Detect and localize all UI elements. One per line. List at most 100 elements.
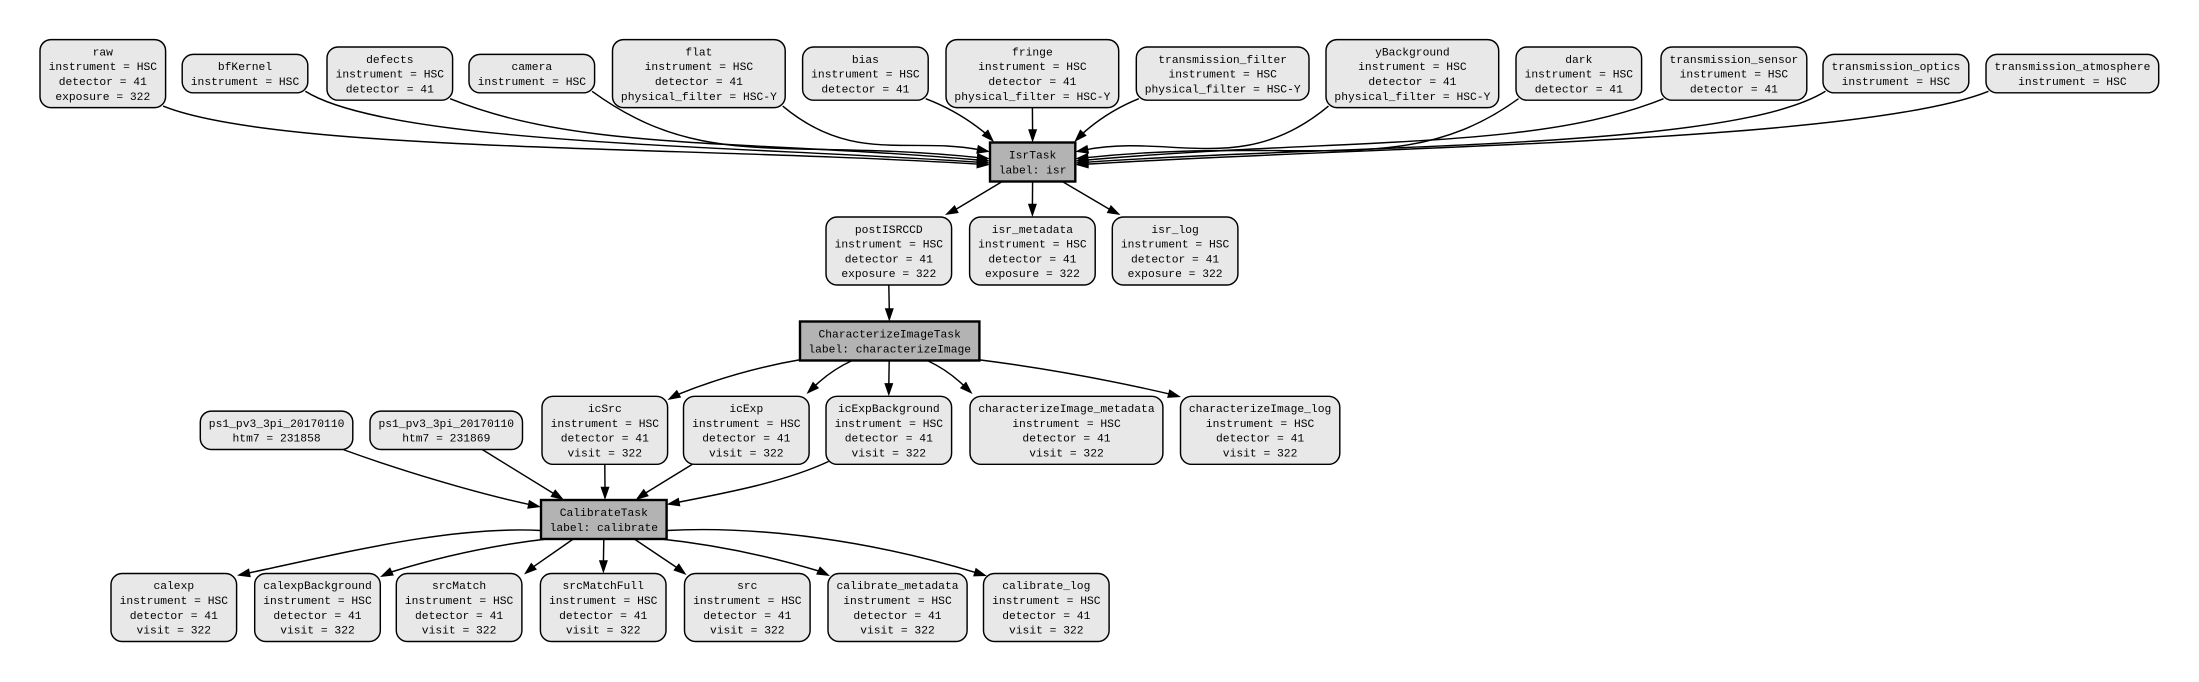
svg-text:physical_filter = HSC-Y: physical_filter = HSC-Y — [1145, 84, 1301, 96]
svg-text:visit = 322: visit = 322 — [422, 626, 497, 638]
svg-text:instrument = HSC: instrument = HSC — [263, 596, 372, 608]
svg-text:raw: raw — [93, 47, 114, 59]
svg-text:icExpBackground: icExpBackground — [838, 404, 940, 416]
svg-text:physical_filter = HSC-Y: physical_filter = HSC-Y — [954, 92, 1110, 104]
svg-text:instrument = HSC: instrument = HSC — [478, 77, 587, 89]
svg-text:detector = 41: detector = 41 — [1131, 254, 1219, 266]
svg-text:ps1_pv3_3pi_20170110: ps1_pv3_3pi_20170110 — [379, 419, 515, 431]
svg-text:instrument = HSC: instrument = HSC — [551, 419, 660, 431]
svg-text:dark: dark — [1565, 55, 1592, 67]
svg-text:detector = 41: detector = 41 — [988, 254, 1076, 266]
svg-text:visit = 322: visit = 322 — [710, 626, 785, 638]
svg-text:calibrate_log: calibrate_log — [1002, 581, 1090, 593]
svg-text:transmission_filter: transmission_filter — [1158, 55, 1287, 67]
svg-text:srcMatch: srcMatch — [432, 581, 486, 593]
svg-text:CharacterizeImageTask: CharacterizeImageTask — [819, 330, 962, 342]
svg-text:flat: flat — [685, 47, 712, 59]
svg-text:characterizeImage_log: characterizeImage_log — [1189, 404, 1331, 416]
svg-text:instrument = HSC: instrument = HSC — [693, 596, 802, 608]
svg-text:instrument = HSC: instrument = HSC — [1121, 240, 1230, 252]
svg-text:detector = 41: detector = 41 — [559, 611, 647, 623]
svg-text:instrument = HSC: instrument = HSC — [1525, 70, 1634, 82]
svg-text:label: calibrate: label: calibrate — [550, 523, 659, 535]
svg-text:instrument = HSC: instrument = HSC — [1842, 77, 1951, 89]
svg-text:visit = 322: visit = 322 — [280, 626, 355, 638]
svg-text:visit = 322: visit = 322 — [137, 626, 212, 638]
svg-text:instrument = HSC: instrument = HSC — [2018, 77, 2127, 89]
svg-text:visit = 322: visit = 322 — [860, 626, 935, 638]
svg-text:instrument = HSC: instrument = HSC — [1168, 70, 1277, 82]
svg-text:instrument = HSC: instrument = HSC — [1012, 419, 1121, 431]
svg-text:htm7 = 231869: htm7 = 231869 — [402, 434, 490, 446]
svg-text:label: characterizeImage: label: characterizeImage — [808, 344, 971, 356]
svg-text:detector = 41: detector = 41 — [130, 611, 218, 623]
svg-text:visit = 322: visit = 322 — [1223, 448, 1298, 460]
svg-text:instrument = HSC: instrument = HSC — [835, 419, 944, 431]
svg-text:instrument = HSC: instrument = HSC — [1358, 62, 1467, 74]
svg-text:isr_metadata: isr_metadata — [992, 225, 1074, 237]
svg-text:icSrc: icSrc — [588, 404, 622, 416]
svg-text:exposure = 322: exposure = 322 — [55, 92, 150, 104]
svg-text:visit = 322: visit = 322 — [709, 448, 784, 460]
svg-text:visit = 322: visit = 322 — [566, 626, 641, 638]
svg-text:physical_filter = HSC-Y: physical_filter = HSC-Y — [621, 92, 777, 104]
svg-text:detector = 41: detector = 41 — [655, 77, 743, 89]
svg-text:src: src — [737, 581, 757, 593]
svg-text:calexpBackground: calexpBackground — [263, 581, 371, 593]
svg-text:ps1_pv3_3pi_20170110: ps1_pv3_3pi_20170110 — [209, 419, 345, 431]
svg-text:instrument = HSC: instrument = HSC — [405, 596, 514, 608]
svg-text:instrument = HSC: instrument = HSC — [1680, 70, 1789, 82]
svg-text:visit = 322: visit = 322 — [1029, 448, 1104, 460]
svg-text:detector = 41: detector = 41 — [346, 84, 434, 96]
svg-text:yBackground: yBackground — [1375, 47, 1450, 59]
svg-text:detector = 41: detector = 41 — [702, 434, 790, 446]
svg-text:exposure = 322: exposure = 322 — [841, 269, 936, 281]
svg-text:instrument = HSC: instrument = HSC — [978, 62, 1087, 74]
svg-text:detector = 41: detector = 41 — [1216, 434, 1304, 446]
svg-text:label: isr: label: isr — [999, 165, 1067, 177]
svg-text:instrument = HSC: instrument = HSC — [835, 240, 944, 252]
svg-text:detector = 41: detector = 41 — [845, 434, 933, 446]
svg-text:detector = 41: detector = 41 — [853, 611, 941, 623]
svg-text:exposure = 322: exposure = 322 — [985, 269, 1080, 281]
svg-text:detector = 41: detector = 41 — [1022, 434, 1110, 446]
svg-text:defects: defects — [366, 55, 413, 67]
svg-text:detector = 41: detector = 41 — [1002, 611, 1090, 623]
svg-text:detector = 41: detector = 41 — [703, 611, 791, 623]
svg-text:instrument = HSC: instrument = HSC — [645, 62, 754, 74]
svg-text:bias: bias — [852, 55, 879, 67]
svg-text:detector = 41: detector = 41 — [59, 77, 147, 89]
svg-text:transmission_optics: transmission_optics — [1831, 62, 1960, 74]
svg-text:detector = 41: detector = 41 — [988, 77, 1076, 89]
svg-text:detector = 41: detector = 41 — [1690, 84, 1778, 96]
svg-text:instrument = HSC: instrument = HSC — [1206, 419, 1315, 431]
svg-text:visit = 322: visit = 322 — [852, 448, 927, 460]
svg-text:detector = 41: detector = 41 — [1368, 77, 1456, 89]
svg-text:bfKernel: bfKernel — [218, 62, 272, 74]
svg-text:visit = 322: visit = 322 — [1009, 626, 1084, 638]
svg-text:instrument = HSC: instrument = HSC — [49, 62, 158, 74]
svg-text:IsrTask: IsrTask — [1009, 151, 1057, 163]
svg-text:detector = 41: detector = 41 — [415, 611, 503, 623]
svg-text:detector = 41: detector = 41 — [1535, 84, 1623, 96]
svg-text:instrument = HSC: instrument = HSC — [336, 70, 445, 82]
svg-text:icExp: icExp — [729, 404, 763, 416]
svg-text:instrument = HSC: instrument = HSC — [843, 596, 952, 608]
svg-text:visit = 322: visit = 322 — [568, 448, 643, 460]
svg-text:fringe: fringe — [1012, 47, 1053, 59]
svg-text:exposure = 322: exposure = 322 — [1128, 269, 1223, 281]
svg-text:detector = 41: detector = 41 — [273, 611, 361, 623]
svg-text:calexp: calexp — [153, 581, 194, 593]
svg-text:instrument = HSC: instrument = HSC — [692, 419, 801, 431]
svg-text:physical_filter = HSC-Y: physical_filter = HSC-Y — [1334, 92, 1490, 104]
svg-text:instrument = HSC: instrument = HSC — [992, 596, 1101, 608]
svg-text:isr_log: isr_log — [1151, 225, 1198, 237]
svg-text:detector = 41: detector = 41 — [845, 254, 933, 266]
svg-text:instrument = HSC: instrument = HSC — [978, 240, 1087, 252]
svg-text:transmission_sensor: transmission_sensor — [1669, 55, 1798, 67]
svg-text:calibrate_metadata: calibrate_metadata — [836, 581, 958, 593]
svg-text:instrument = HSC: instrument = HSC — [811, 70, 920, 82]
svg-text:htm7 = 231858: htm7 = 231858 — [233, 434, 321, 446]
svg-text:transmission_atmosphere: transmission_atmosphere — [1994, 62, 2150, 74]
svg-text:instrument = HSC: instrument = HSC — [549, 596, 658, 608]
